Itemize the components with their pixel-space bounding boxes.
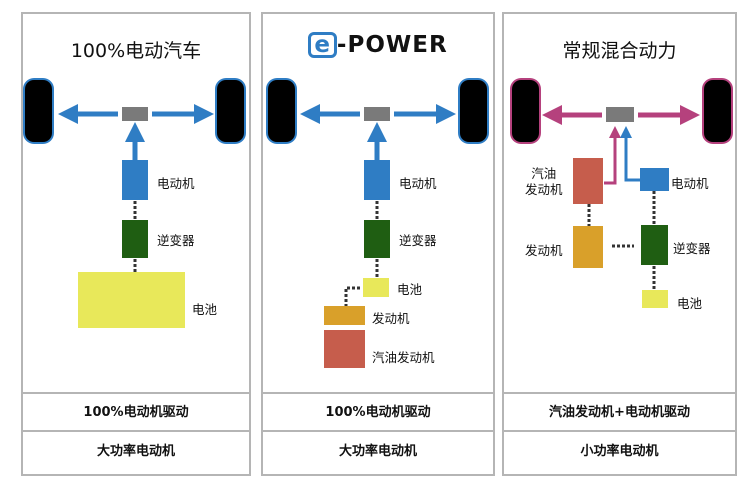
motor-power: 大功率电动机 xyxy=(263,430,493,478)
wheel-right xyxy=(460,80,487,142)
engine-label-line2: 发动机 xyxy=(525,182,563,197)
drive-mode: 100%电动机驱动 xyxy=(23,392,249,432)
motor-label: 电动机 xyxy=(399,176,437,191)
transmission-box xyxy=(364,107,390,121)
panel-title: 常规混合动力 xyxy=(562,40,677,62)
motor-power: 大功率电动机 xyxy=(23,430,249,478)
inverter-block xyxy=(641,225,668,265)
inverter-label: 逆变器 xyxy=(399,233,437,248)
battery-label: 电池 xyxy=(192,302,218,317)
panel-hybrid: 常规混合动力 汽油发动机+电动机驱动 小功率电动机 xyxy=(502,12,737,476)
inverter-label: 逆变器 xyxy=(157,233,195,248)
generator-label: 发动机 xyxy=(372,311,410,326)
inverter-block xyxy=(122,220,148,258)
motor-label: 电动机 xyxy=(157,176,195,191)
drive-mode: 汽油发动机+电动机驱动 xyxy=(504,392,735,432)
drive-mode: 100%电动机驱动 xyxy=(263,392,493,432)
wheel-left xyxy=(512,80,539,142)
generator-block xyxy=(573,226,603,268)
motor-block xyxy=(122,160,148,200)
engine-label-line1: 汽油 xyxy=(531,166,557,181)
battery-label: 电池 xyxy=(677,296,703,311)
engine-label: 汽油发动机 xyxy=(525,166,563,198)
logo-text: -POWER xyxy=(336,32,448,58)
wheel-left xyxy=(268,80,295,142)
engine-block xyxy=(324,330,365,368)
battery-block xyxy=(363,278,389,297)
wheel-left xyxy=(25,80,52,142)
inverter-label: 逆变器 xyxy=(673,241,711,256)
engine-block xyxy=(573,158,603,204)
inverter-block xyxy=(364,220,390,258)
motor-label: 电动机 xyxy=(671,176,709,191)
transmission-box xyxy=(606,107,634,122)
transmission-box xyxy=(122,107,148,121)
epower-logo: e-POWER xyxy=(263,32,493,58)
panel-epower: e-POWER 100%电动机驱动 大功率电动机 xyxy=(261,12,495,476)
wheel-right xyxy=(704,80,731,142)
generator-label: 发动机 xyxy=(525,243,563,258)
battery-block xyxy=(78,272,185,328)
motor-power: 小功率电动机 xyxy=(504,430,735,478)
generator-block xyxy=(324,306,365,325)
engine-label: 汽油发动机 xyxy=(372,350,435,365)
panel-title: 100%电动汽车 xyxy=(70,40,202,62)
battery-block xyxy=(642,290,668,308)
motor-block xyxy=(364,160,390,200)
battery-label: 电池 xyxy=(397,282,423,297)
wheel-right xyxy=(217,80,244,142)
panel-ev: 100%电动汽车 100%电动机驱动 大功率电动机 xyxy=(21,12,251,476)
motor-block xyxy=(640,168,669,191)
logo-e: e xyxy=(308,32,337,58)
